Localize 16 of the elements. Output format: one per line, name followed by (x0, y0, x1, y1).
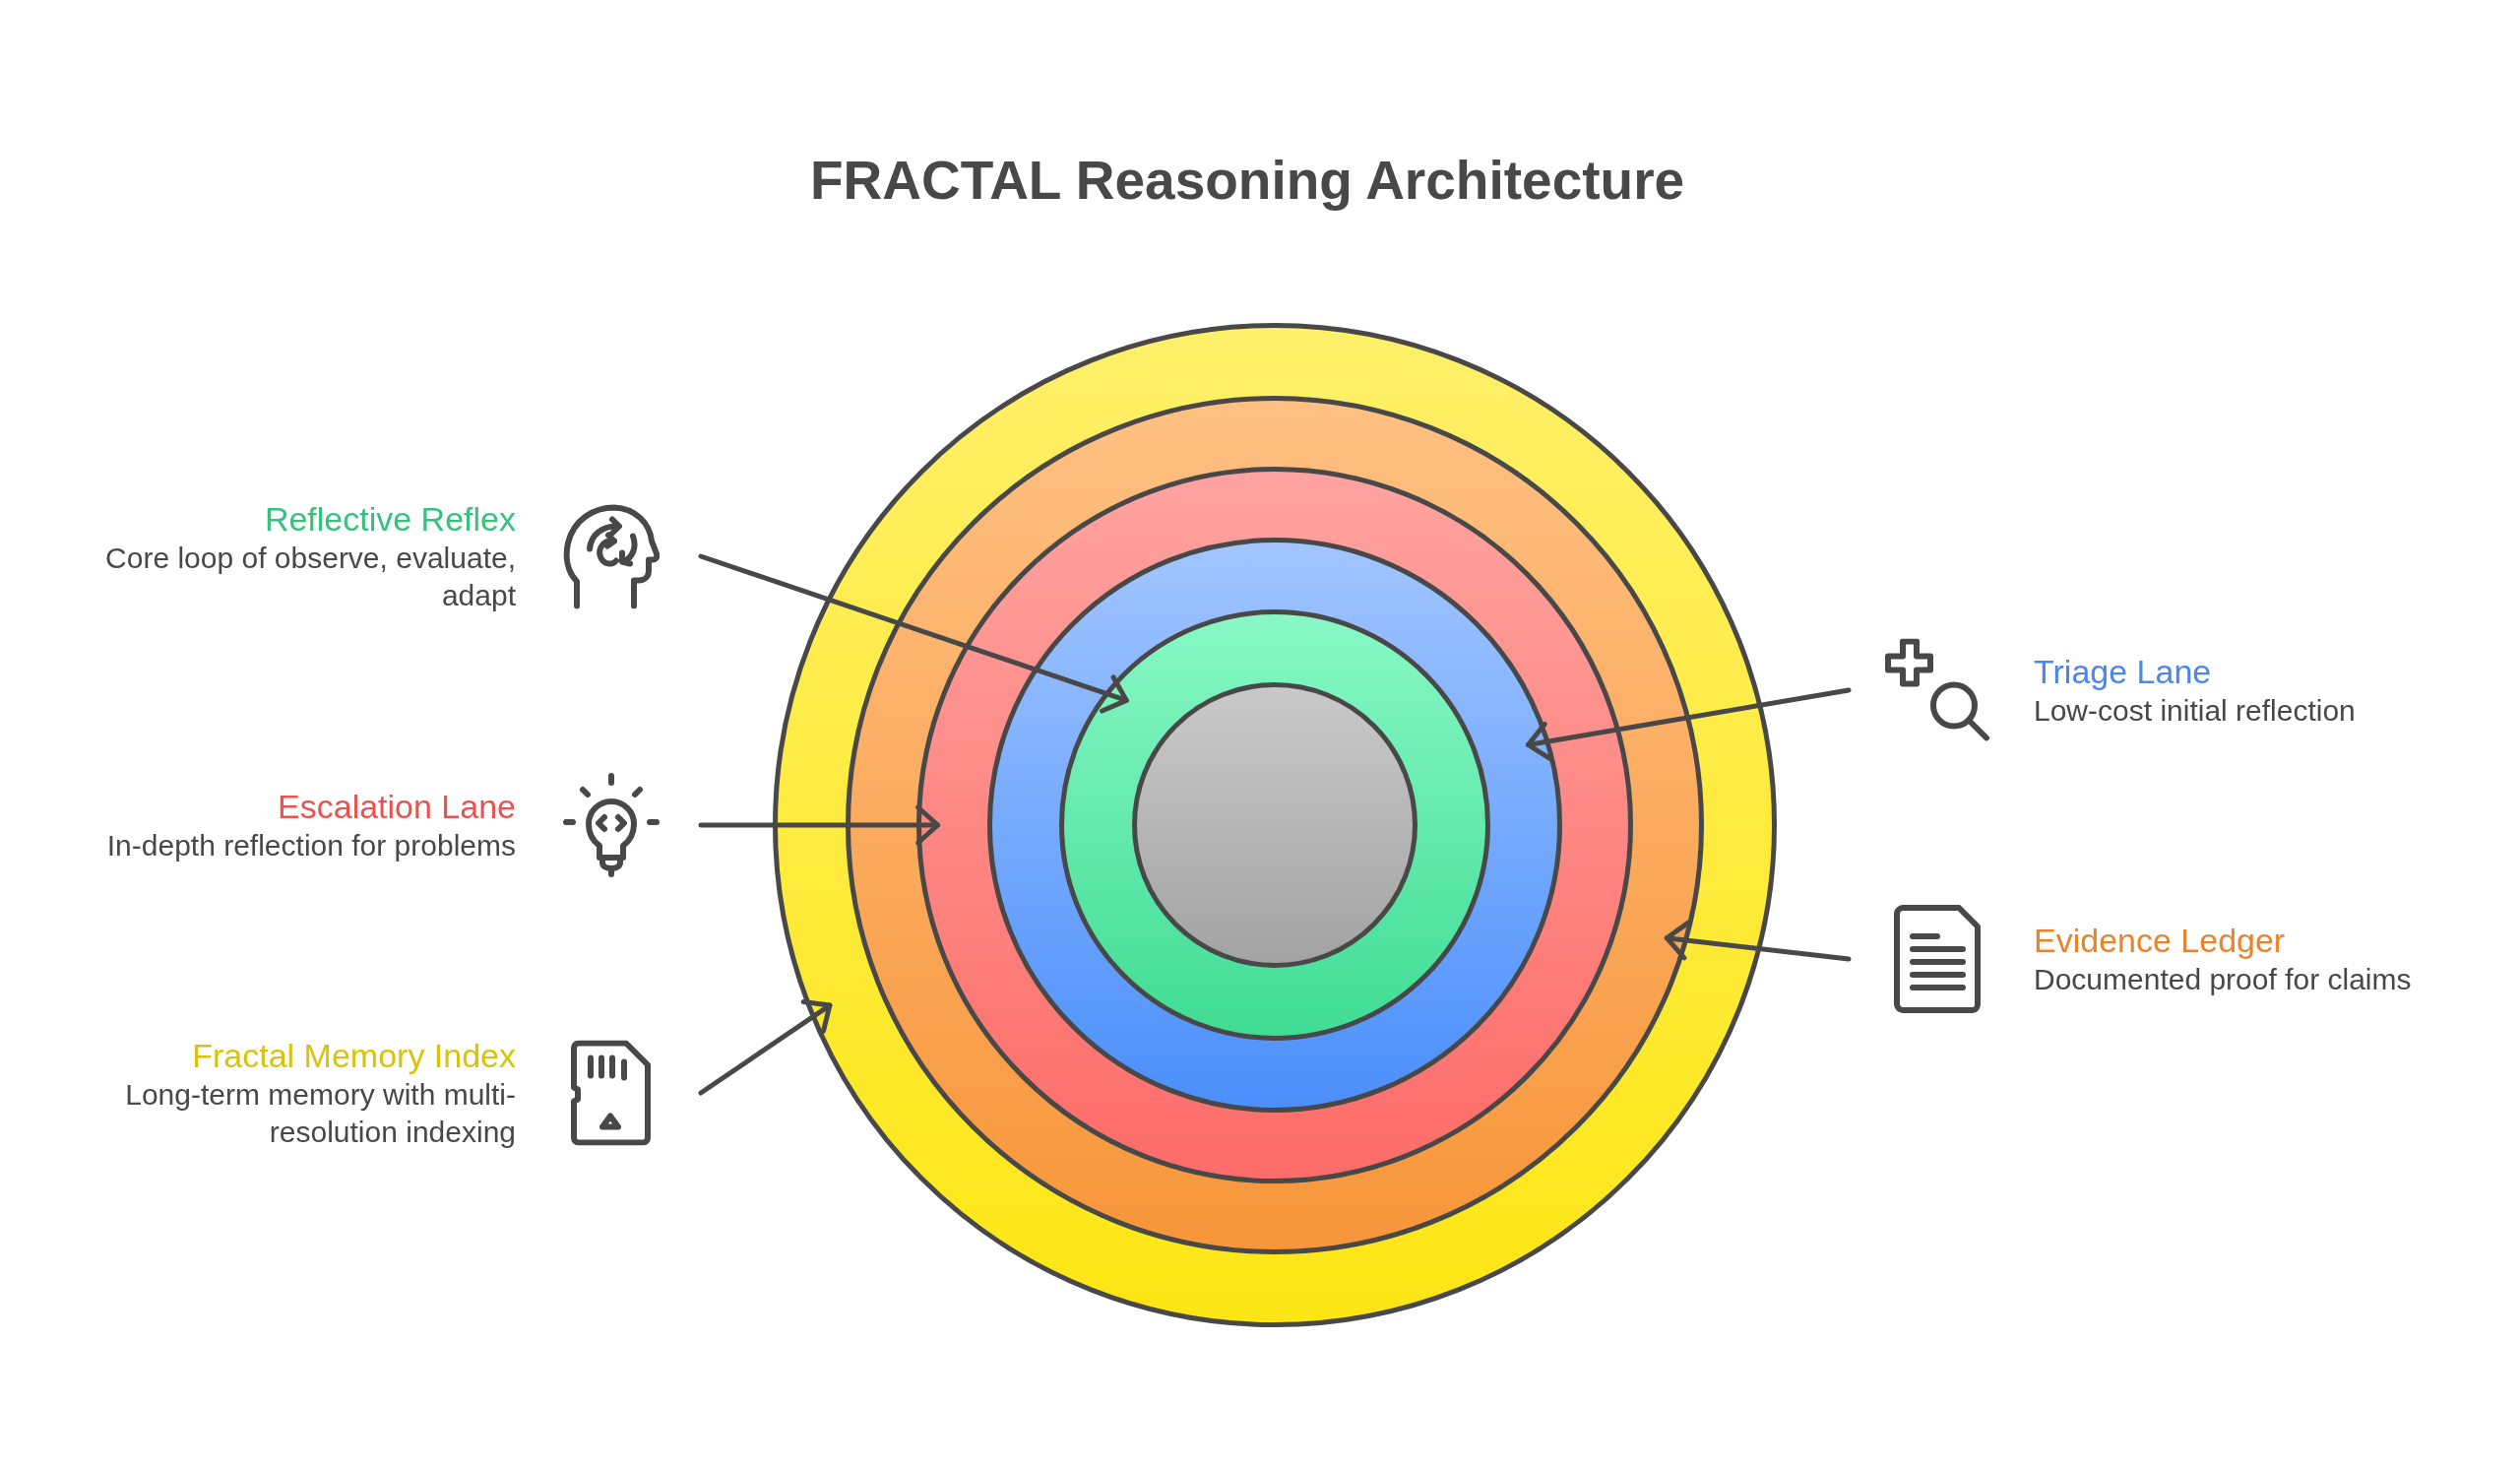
arrow (698, 553, 1129, 714)
callout-description: Core loop of observe, evaluate, adapt (104, 540, 516, 613)
callout-description: Documented proof for claims (2034, 961, 2412, 997)
callout-heading: Reflective Reflex (264, 498, 516, 540)
diagram-title: FRACTAL Reasoning Architecture (809, 149, 1685, 213)
callout-description: In-depth reflection for problems (106, 827, 516, 863)
callout-description: Long-term memory with multi-resolution indexing (124, 1076, 516, 1150)
callout-heading: Fractal Memory Index (192, 1035, 516, 1076)
arrow (698, 804, 941, 846)
callout-description: Low-cost initial reflection (2034, 692, 2356, 729)
arrow (1526, 687, 1852, 762)
callout-heading: Escalation Lane (278, 786, 516, 827)
callout-heading: Evidence Ledger (2034, 920, 2286, 961)
arrow (698, 998, 833, 1096)
callout-heading: Triage Lane (2034, 651, 2212, 692)
arrow (1664, 920, 1852, 962)
